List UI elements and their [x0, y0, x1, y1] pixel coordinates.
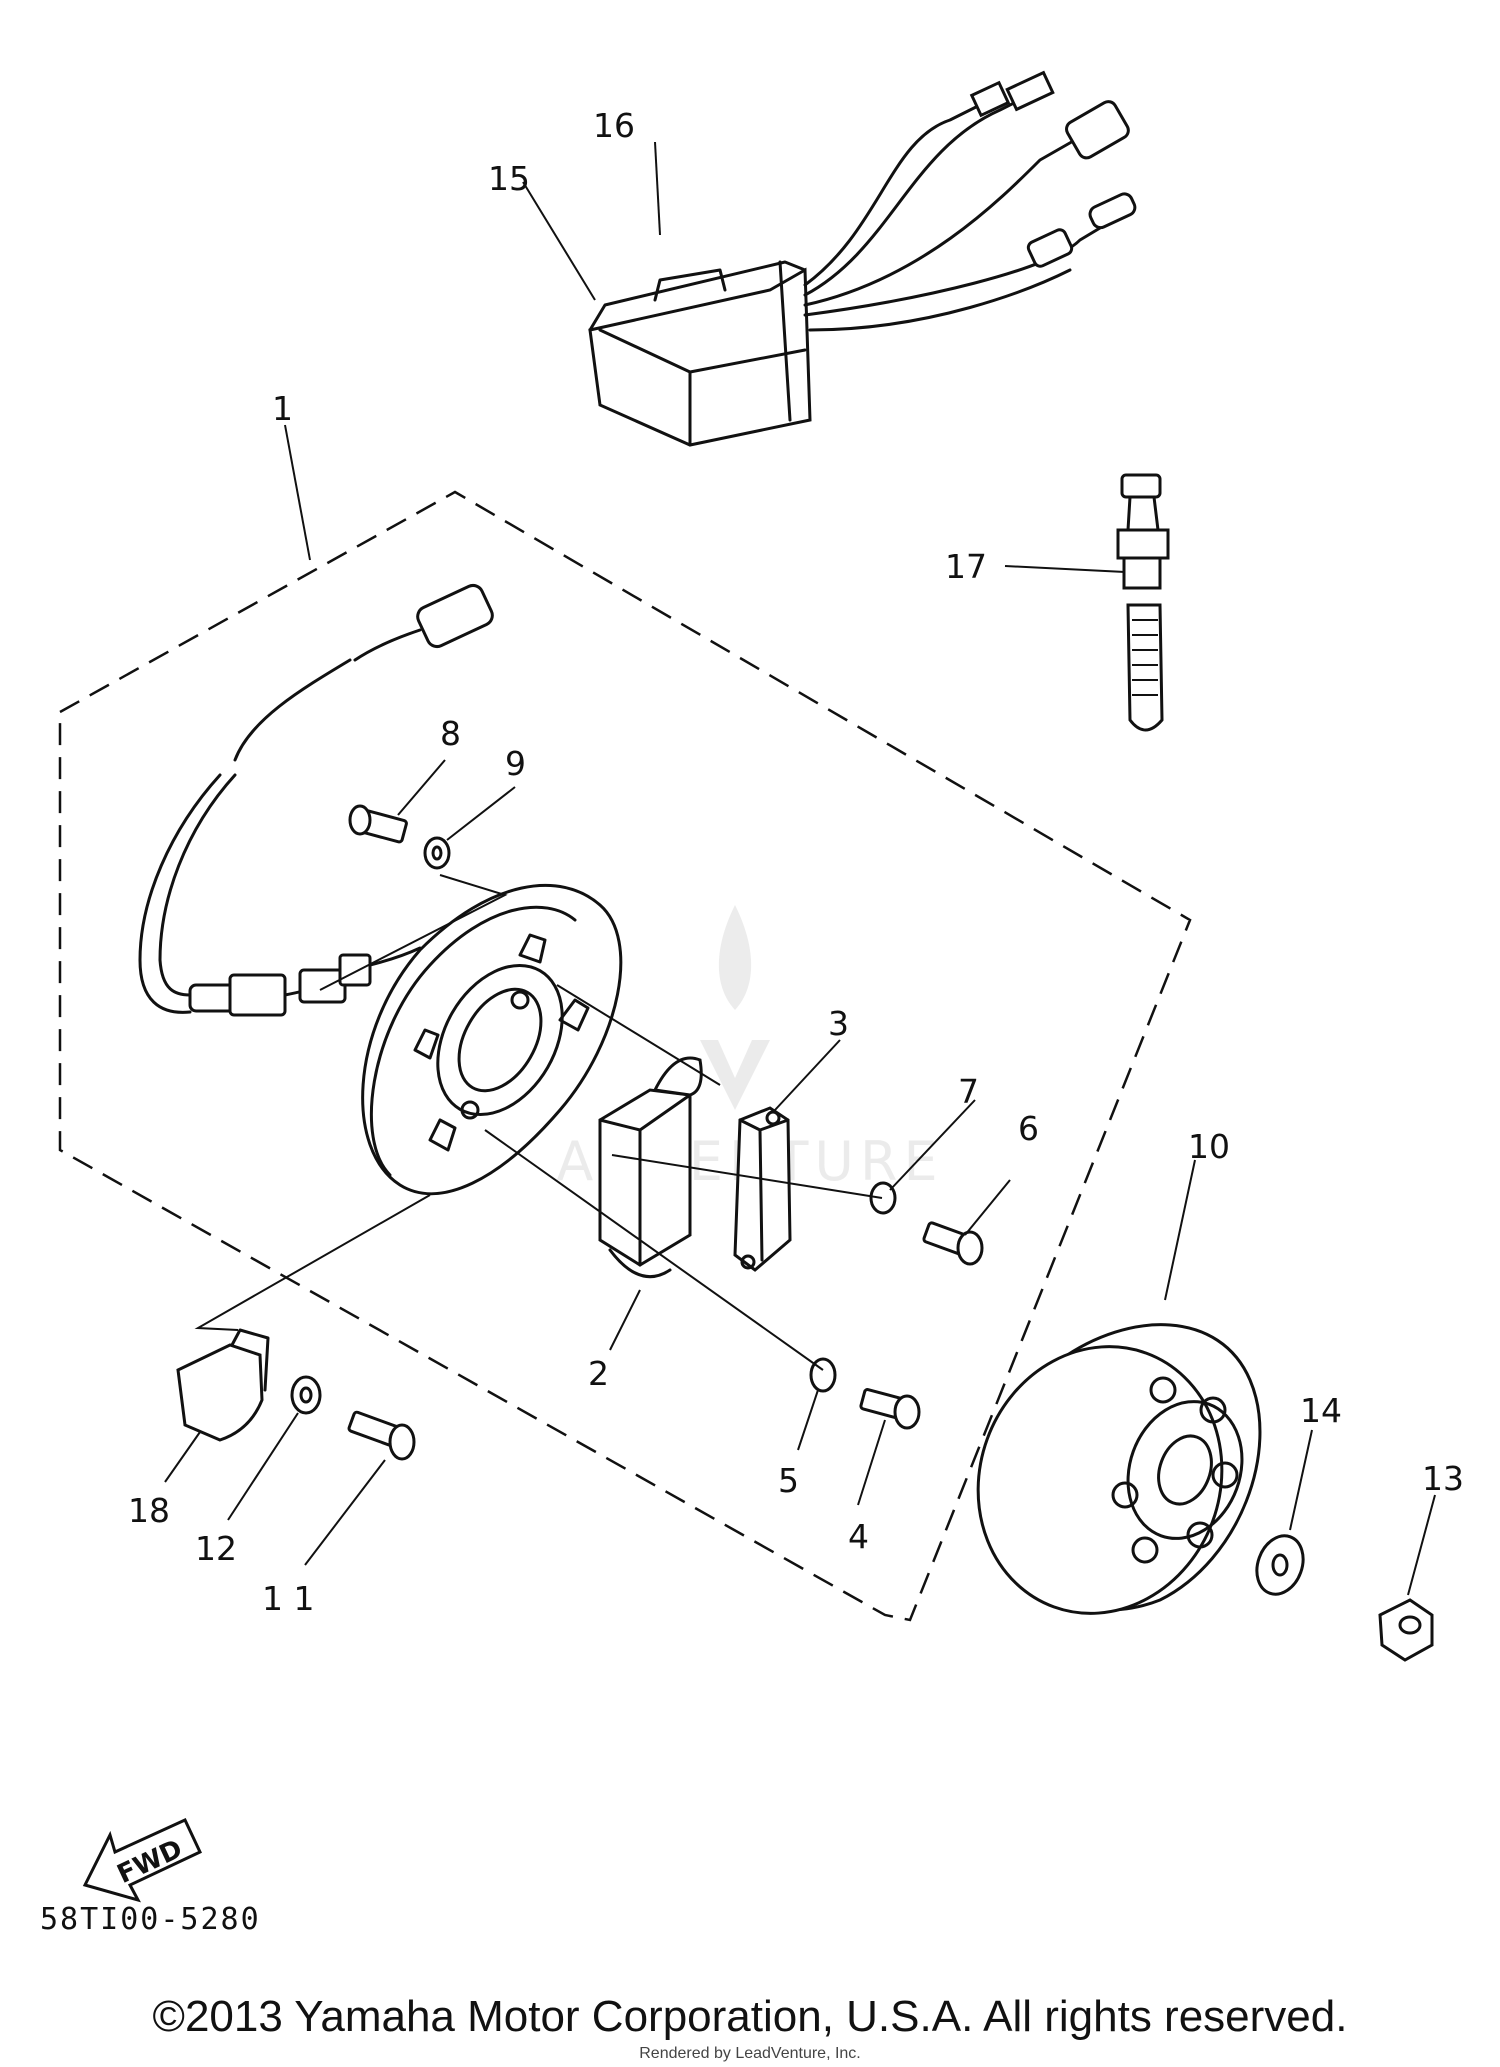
flywheel	[976, 1323, 1262, 1615]
callout-1: 1	[272, 389, 293, 428]
pickup-coil	[598, 1056, 703, 1279]
callout-12: 12	[195, 1529, 237, 1568]
screw-11	[347, 1410, 416, 1461]
flywheel-nut-13	[1378, 1598, 1434, 1662]
cable-clamp	[176, 1328, 270, 1442]
cable-tie	[1116, 473, 1170, 732]
callout-16: 16	[593, 106, 635, 145]
cdi-unit	[588, 70, 1137, 447]
screw-4	[859, 1388, 921, 1430]
callout-7: 7	[958, 1072, 979, 1111]
callout-5: 5	[778, 1461, 799, 1500]
callout-6: 6	[1018, 1109, 1039, 1148]
stator-plate	[361, 884, 623, 1196]
callout-17: 17	[945, 547, 987, 586]
fwd-arrow: FWD	[82, 1818, 202, 1903]
flywheel-washer-14	[1255, 1534, 1305, 1596]
washer-7	[869, 1181, 897, 1215]
leader-lines	[164, 141, 1436, 1596]
callout-18: 18	[128, 1491, 170, 1530]
assembly-boundary	[58, 490, 1192, 1622]
rendered-by-credit: Rendered by LeadVenture, Inc.	[639, 2045, 861, 2062]
callout-9: 9	[505, 744, 526, 783]
washer-12	[290, 1375, 322, 1415]
callout-13: 13	[1422, 1459, 1464, 1498]
washer-5	[809, 1357, 837, 1393]
washer-9	[423, 836, 451, 870]
callout-8: 8	[440, 714, 461, 753]
stator-harness	[138, 583, 494, 1017]
screw-8	[348, 804, 408, 844]
callout-10: 10	[1188, 1127, 1230, 1166]
lighting-coil	[733, 1106, 792, 1272]
callout-labels: 1 2 3 4 5 6 7 8 9 10 1 1 12 13 14 15 16 …	[128, 106, 1464, 1618]
diagram-part-code: 58TI00-5280	[40, 1902, 261, 1937]
callout-14: 14	[1300, 1391, 1342, 1430]
copyright-notice: ©2013 Yamaha Motor Corporation, U.S.A. A…	[152, 1992, 1348, 2041]
callout-15: 15	[488, 159, 530, 198]
screw-6	[922, 1221, 984, 1266]
callout-11: 1 1	[262, 1579, 314, 1618]
callout-4: 4	[848, 1517, 869, 1556]
callout-2: 2	[588, 1354, 609, 1393]
callout-3: 3	[828, 1004, 849, 1043]
